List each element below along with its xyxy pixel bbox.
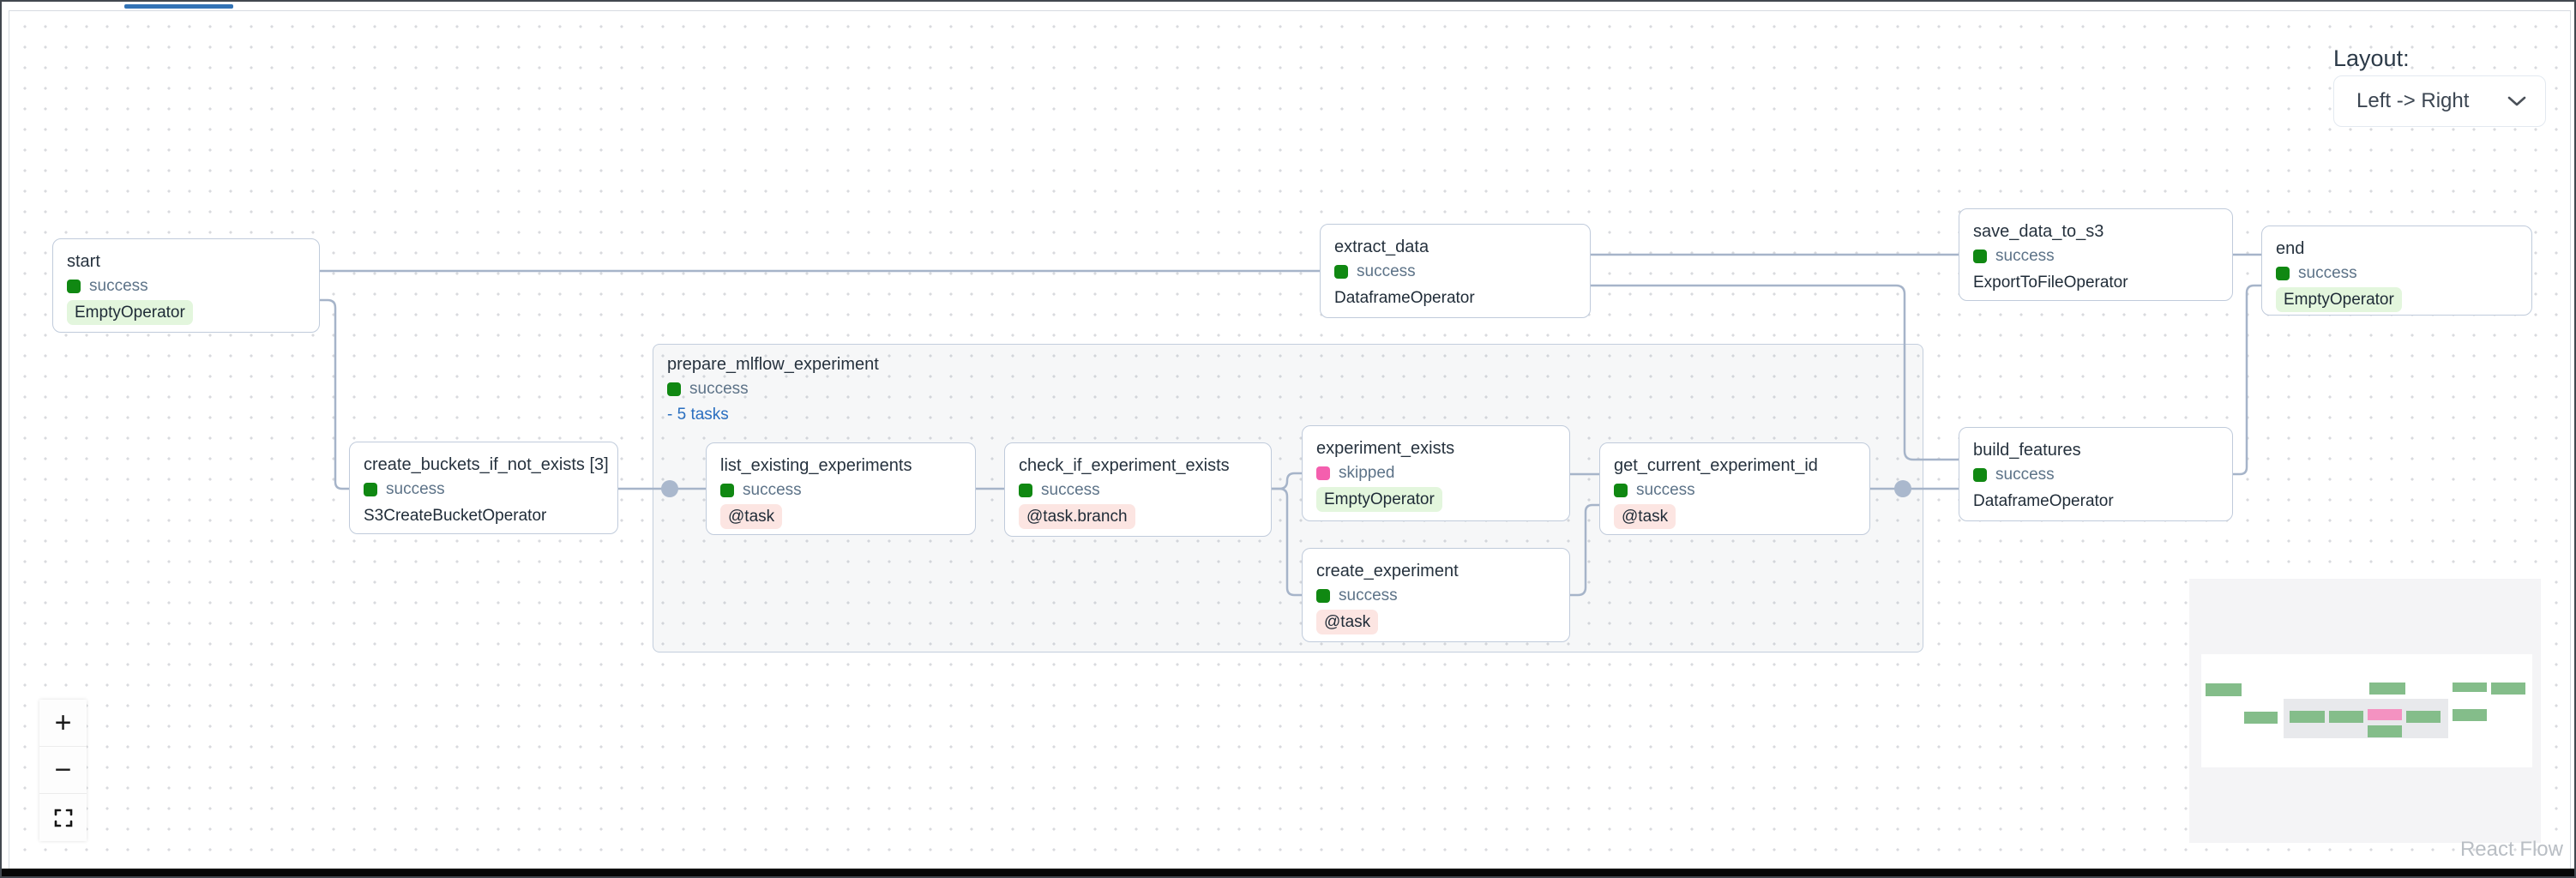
minimap-node-rect [2290,711,2325,723]
status-icon [1973,468,1987,482]
node-title: create_experiment [1316,562,1459,580]
edge [2233,284,2261,476]
node-title: list_existing_experiments [720,456,912,475]
status-label: success [1041,481,1100,499]
layout-direction-select[interactable]: Left -> Right [2333,75,2546,127]
operator-badge: S3CreateBucketOperator [364,507,547,525]
status-icon [720,484,734,497]
operator-badge: @task.branch [1019,504,1135,529]
minimap-node-rect [2406,711,2441,723]
node-title: extract_data [1334,238,1429,256]
node-title: build_features [1973,441,2081,460]
active-tab-indicator [124,4,233,9]
status-label: success [743,481,802,499]
layout-direction-value: Left -> Right [2356,89,2470,112]
node-start[interactable]: start success EmptyOperator [52,238,320,333]
node-title: save_data_to_s3 [1973,222,2104,241]
status-icon [1614,484,1628,497]
minimap-node-rect [2368,709,2402,720]
status-label: success [386,480,445,498]
operator-badge: DataframeOperator [1973,492,2114,510]
status-icon [1334,265,1348,279]
edge [320,298,349,490]
operator-badge: EmptyOperator [1316,487,1442,512]
status-icon [2276,267,2290,280]
status-icon [1019,484,1032,497]
status-label: success [1995,247,2055,265]
status-label: success [1636,481,1695,499]
fit-view-button[interactable] [39,794,87,841]
layout-label: Layout: [2333,45,2410,71]
minimap-node-rect [2329,711,2363,723]
operator-badge: @task [1316,610,1379,634]
node-title: check_if_experiment_exists [1019,456,1230,475]
node-title: end [2276,239,2305,258]
node-title: get_current_experiment_id [1614,456,1818,475]
node-list_existing_experiments[interactable]: list_existing_experiments success @task [706,442,976,535]
node-create_experiment[interactable]: create_experiment success @task [1302,548,1570,642]
status-label: skipped [1339,464,1395,482]
operator-badge: EmptyOperator [67,300,193,325]
status-label: success [689,380,749,398]
node-create_buckets_if_not_exists[interactable]: create_buckets_if_not_exists [3] success… [349,442,618,534]
operator-badge: EmptyOperator [2276,287,2402,312]
node-title: create_buckets_if_not_exists [3] [364,455,609,474]
minimap-node-rect [2368,725,2402,737]
status-icon [67,280,81,293]
node-save_data_to_s3[interactable]: save_data_to_s3 success ExportToFileOper… [1959,208,2233,301]
minimap-node-rect [2453,683,2487,692]
graph-canvas[interactable]: Layout: Left -> Right prepare_mlflow_exp… [9,10,2571,869]
status-icon [667,382,681,396]
status-label: success [1995,466,2055,484]
status-icon [1316,589,1330,603]
status-icon [1316,466,1330,480]
node-extract_data[interactable]: extract_data success DataframeOperator [1320,224,1591,318]
minimap[interactable] [2189,579,2541,843]
status-label: success [2298,264,2357,282]
status-icon [1973,250,1987,263]
node-get_current_experiment_id[interactable]: get_current_experiment_id success @task [1599,442,1870,535]
zoom-controls: +− [39,700,87,841]
zoom-out-button[interactable]: − [39,747,87,794]
reactflow-attribution: React Flow [2459,838,2563,861]
window-bottom-border [2,869,2574,876]
status-icon [364,483,377,496]
node-title: start [67,252,100,271]
node-check_if_experiment_exists[interactable]: check_if_experiment_exists success @task… [1004,442,1272,537]
minimap-node-rect [2491,683,2525,695]
group-tasks-toggle[interactable]: - 5 tasks [667,406,729,424]
minimap-node-rect [2206,683,2242,696]
node-experiment_exists[interactable]: experiment_exists skipped EmptyOperator [1302,425,1570,521]
node-end[interactable]: end success EmptyOperator [2261,226,2532,316]
chevron-down-icon [2507,96,2526,106]
group-title: prepare_mlflow_experiment [667,355,879,374]
minimap-node-rect [2453,709,2487,721]
operator-badge: @task [1614,504,1676,529]
node-build_features[interactable]: build_features success DataframeOperator [1959,427,2233,521]
status-label: success [89,277,148,295]
operator-badge: DataframeOperator [1334,289,1475,307]
operator-badge: ExportToFileOperator [1973,274,2128,292]
status-label: success [1339,586,1398,604]
operator-badge: @task [720,504,783,529]
minimap-node-rect [2369,683,2405,695]
fit-view-icon [54,809,72,827]
zoom-in-button[interactable]: + [39,700,87,747]
node-title: experiment_exists [1316,439,1455,458]
minimap-node-rect [2244,712,2278,724]
status-label: success [1357,262,1416,280]
